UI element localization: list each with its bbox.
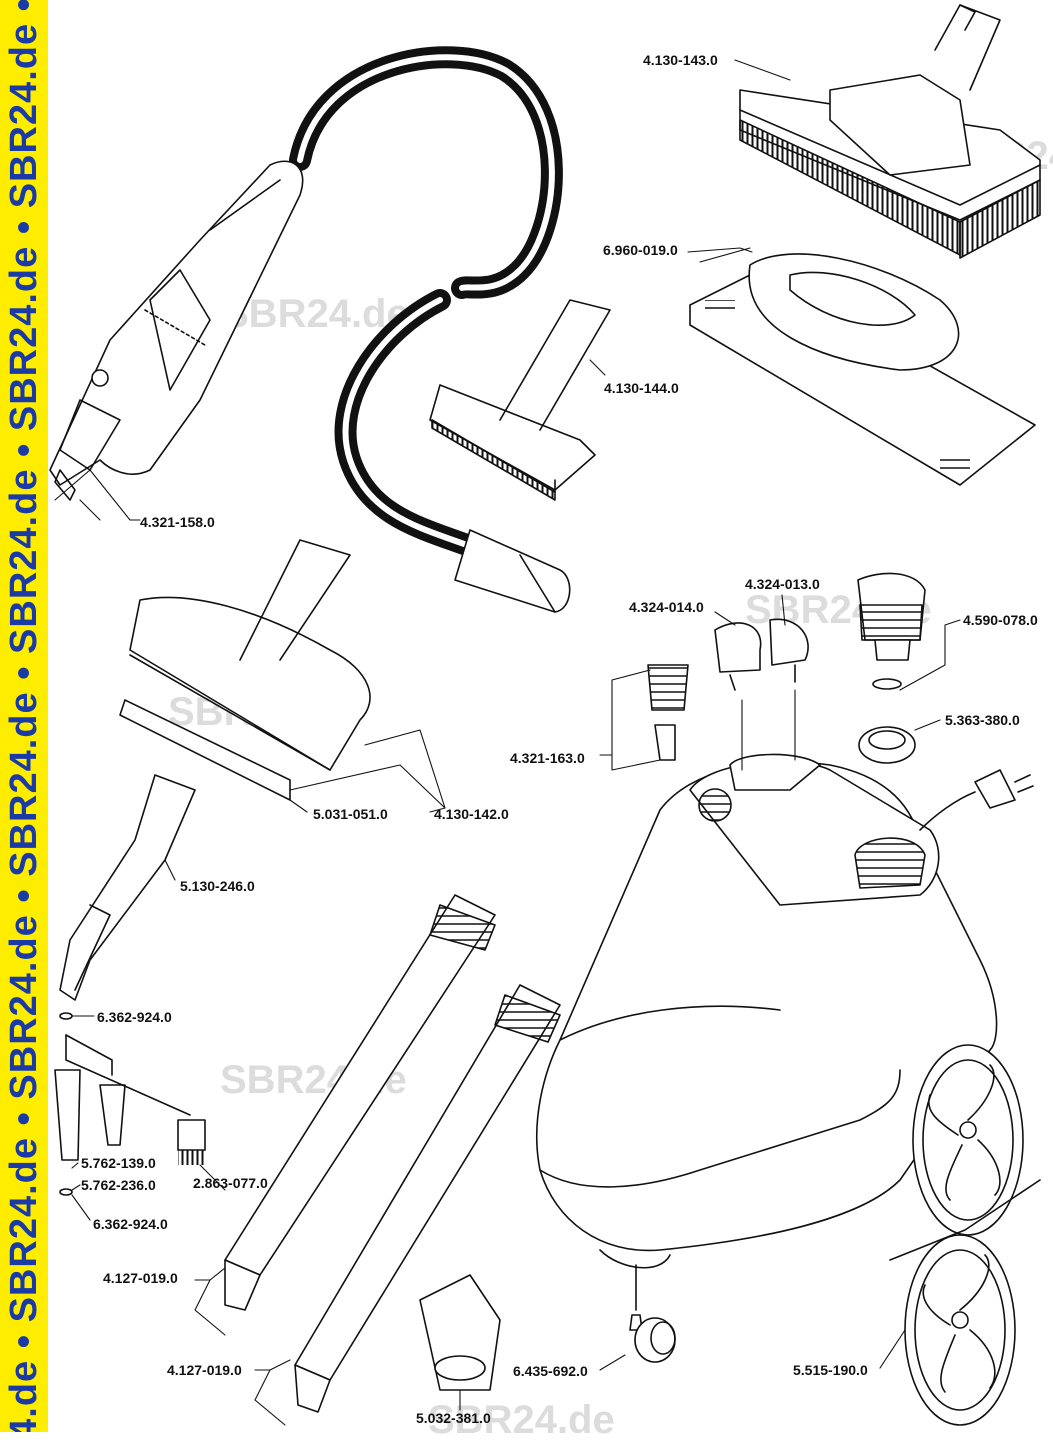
part-label: 5.762-236.0 [81, 1177, 156, 1193]
floor-nozzle [119, 539, 371, 801]
part-label: 5.130-246.0 [180, 878, 255, 894]
part-label: 6.960-019.0 [603, 242, 678, 258]
floor-brush [739, 4, 1041, 259]
watermark-text: SBR24.de [222, 292, 409, 336]
part-label: 4.130-144.0 [604, 380, 679, 396]
steam-cleaner-body [535, 753, 1034, 1269]
part-label: 2.863-077.0 [193, 1175, 268, 1191]
extension-nozzle [59, 774, 196, 1020]
part-label: 5.032-381.0 [416, 1410, 491, 1426]
rear-wheel [912, 1044, 1024, 1236]
castor-wheel [629, 1264, 676, 1363]
part-label: 6.362-924.0 [97, 1009, 172, 1025]
part-label: 4.321-158.0 [140, 514, 215, 530]
extension-tubes [224, 894, 561, 1413]
part-label: 4.130-143.0 [643, 52, 718, 68]
steam-hose [289, 46, 571, 613]
part-label: 4.130-142.0 [434, 806, 509, 822]
safety-cap [857, 572, 926, 764]
part-label: 6.435-692.0 [513, 1363, 588, 1379]
part-label: 4.324-014.0 [629, 599, 704, 615]
control-knob [647, 664, 689, 761]
part-label: 5.515-190.0 [793, 1362, 868, 1378]
hand-brush [429, 299, 611, 501]
steam-gun-handle [49, 160, 304, 501]
part-label: 5.031-051.0 [313, 806, 388, 822]
cleaning-cloth [689, 253, 1036, 486]
watermark-strip: 24.de • SBR24.de • SBR24.de • SBR24.de •… [0, 0, 48, 1432]
detail-nozzles [54, 1034, 206, 1196]
part-label: 4.321-163.0 [510, 750, 585, 766]
part-label: 4.127-019.0 [167, 1362, 242, 1378]
part-label: 4.590-078.0 [963, 612, 1038, 628]
part-label: 5.363-380.0 [945, 712, 1020, 728]
angle-adapter [419, 1274, 501, 1391]
part-label: 4.324-013.0 [745, 576, 820, 592]
part-label: 5.762-139.0 [81, 1155, 156, 1171]
selector-caps [714, 618, 809, 691]
part-label: 6.362-924.0 [93, 1216, 168, 1232]
leader-lines [54, 59, 961, 1426]
part-label: 4.127-019.0 [103, 1270, 178, 1286]
